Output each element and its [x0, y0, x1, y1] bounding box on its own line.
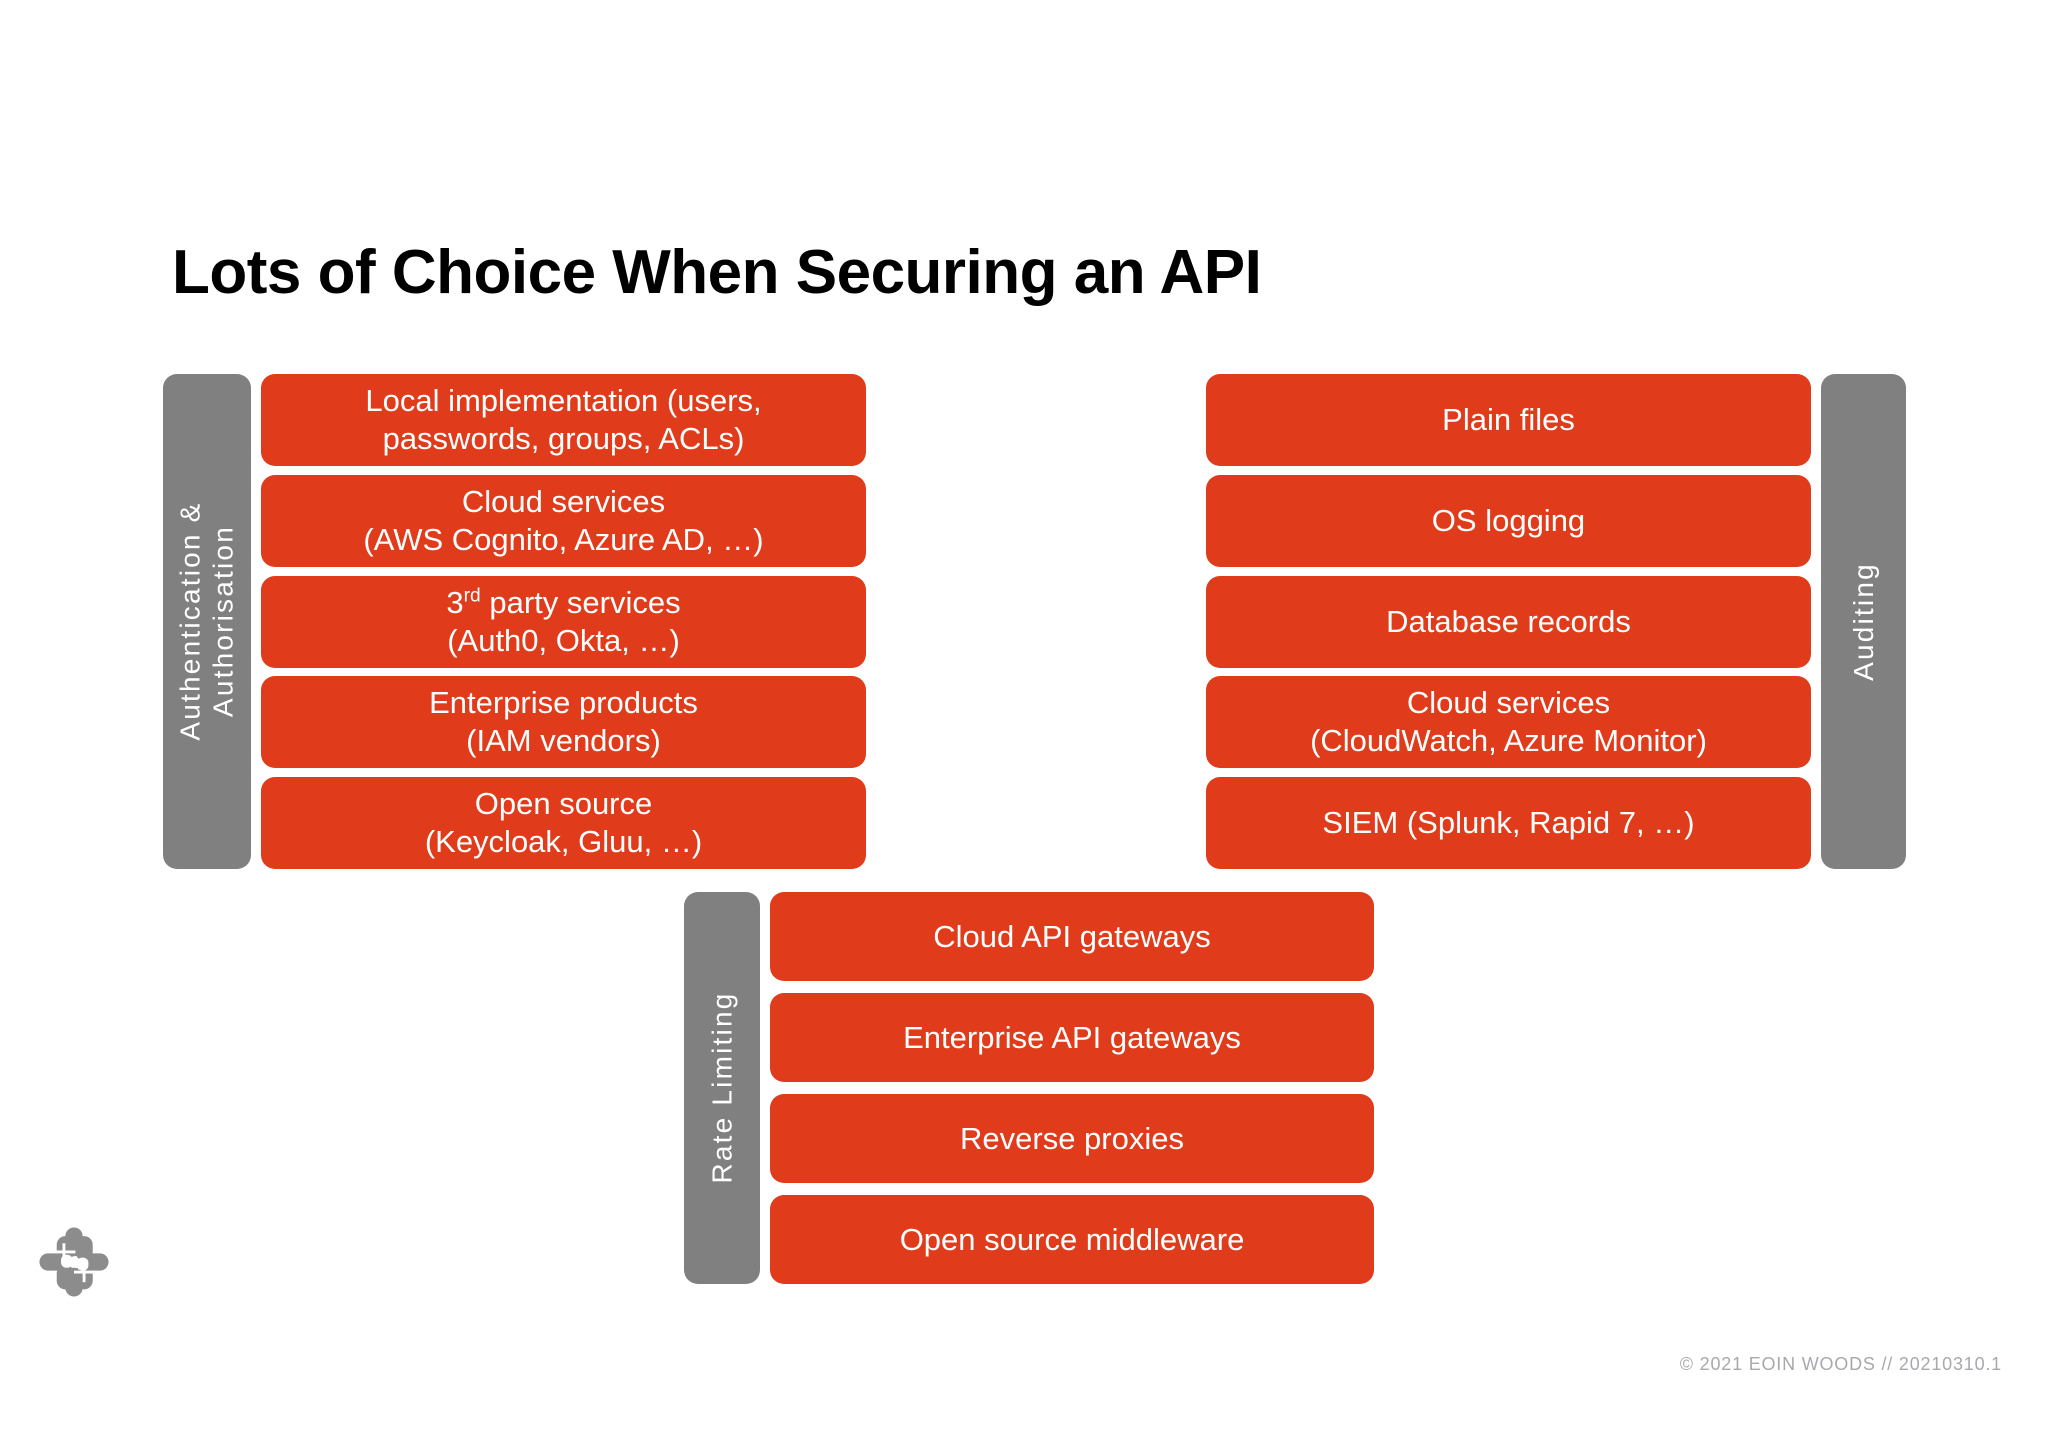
- category-label-line-1: Authentication &: [174, 501, 206, 742]
- option-line-2: (IAM vendors): [466, 723, 661, 759]
- category-label-rate-limiting: Rate Limiting: [684, 892, 760, 1284]
- option-line-2: (CloudWatch, Azure Monitor): [1310, 723, 1707, 759]
- option-line-1: Reverse proxies: [960, 1120, 1184, 1156]
- page-title: Lots of Choice When Securing an API: [172, 238, 1262, 307]
- category-label-text: Auditing: [1847, 562, 1880, 681]
- option-list-authentication-authorisation: Local implementation (users, passwords, …: [261, 374, 866, 869]
- option-line-1: Enterprise products: [429, 685, 698, 721]
- option-line-1: Local implementation (users,: [365, 383, 762, 419]
- option-box[interactable]: Enterprise API gateways: [770, 993, 1374, 1082]
- category-label-text: Authentication & Authorisation: [174, 502, 240, 741]
- option-line-1: Cloud services: [461, 483, 666, 519]
- category-label-line-1: Rate Limiting: [706, 991, 738, 1185]
- option-line-1: Cloud services: [1406, 685, 1611, 721]
- category-label-auditing: Auditing: [1821, 374, 1906, 869]
- option-box[interactable]: Database records: [1206, 575, 1811, 668]
- option-line-1: OS logging: [1431, 502, 1586, 538]
- category-label-text: Rate Limiting: [705, 992, 738, 1184]
- option-box[interactable]: 3rd party services (Auth0, Okta, …): [261, 575, 866, 668]
- option-list-rate-limiting: Cloud API gateways Enterprise API gatewa…: [770, 892, 1374, 1284]
- option-box[interactable]: OS logging: [1206, 474, 1811, 567]
- option-line-1: Cloud API gateways: [933, 918, 1211, 954]
- option-box[interactable]: Cloud services (CloudWatch, Azure Monito…: [1206, 676, 1811, 769]
- option-box[interactable]: Enterprise products (IAM vendors): [261, 676, 866, 769]
- option-box[interactable]: Reverse proxies: [770, 1094, 1374, 1183]
- category-label-authentication-authorisation: Authentication & Authorisation: [163, 374, 251, 869]
- group-auditing: Auditing Plain files OS logging Database…: [1206, 374, 1906, 869]
- option-line-1: Enterprise API gateways: [903, 1019, 1241, 1055]
- ordinal-suffix: rd: [463, 585, 481, 607]
- option-box[interactable]: Open source middleware: [770, 1195, 1374, 1284]
- option-box[interactable]: Open source (Keycloak, Gluu, …): [261, 777, 866, 869]
- option-line-1: SIEM (Splunk, Rapid 7, …): [1322, 805, 1695, 841]
- category-label-line-2: Authorisation: [208, 525, 239, 718]
- option-line-1: Plain files: [1442, 402, 1575, 438]
- option-line-1-rest: party services: [480, 584, 681, 620]
- group-rate-limiting: Rate Limiting Cloud API gateways Enterpr…: [684, 892, 1374, 1284]
- option-line-1: Open source: [474, 786, 653, 822]
- footer-credit: © 2021 EOIN WOODS // 20210310.1: [1679, 1354, 2002, 1374]
- knot-logo: [38, 1226, 110, 1298]
- option-line-1: Open source middleware: [899, 1221, 1245, 1257]
- option-line-2: (Auth0, Okta, …): [447, 622, 680, 658]
- option-box[interactable]: Local implementation (users, passwords, …: [261, 374, 866, 466]
- option-line-1: 3rd party services: [446, 585, 680, 620]
- group-authentication-authorisation: Authentication & Authorisation Local imp…: [163, 374, 866, 869]
- option-line-2: passwords, groups, ACLs): [382, 421, 745, 456]
- option-line-2: (Keycloak, Gluu, …): [424, 824, 703, 859]
- option-line-2: (AWS Cognito, Azure AD, …): [363, 521, 764, 557]
- option-box[interactable]: Plain files: [1206, 374, 1811, 466]
- option-box[interactable]: Cloud API gateways: [770, 892, 1374, 981]
- option-box[interactable]: SIEM (Splunk, Rapid 7, …): [1206, 777, 1811, 869]
- category-label-line-1: Auditing: [1847, 562, 1879, 681]
- ordinal-number: 3: [446, 584, 464, 620]
- option-line-1: Database records: [1386, 603, 1631, 639]
- option-list-auditing: Plain files OS logging Database records …: [1206, 374, 1811, 869]
- option-box[interactable]: Cloud services (AWS Cognito, Azure AD, ……: [261, 474, 866, 567]
